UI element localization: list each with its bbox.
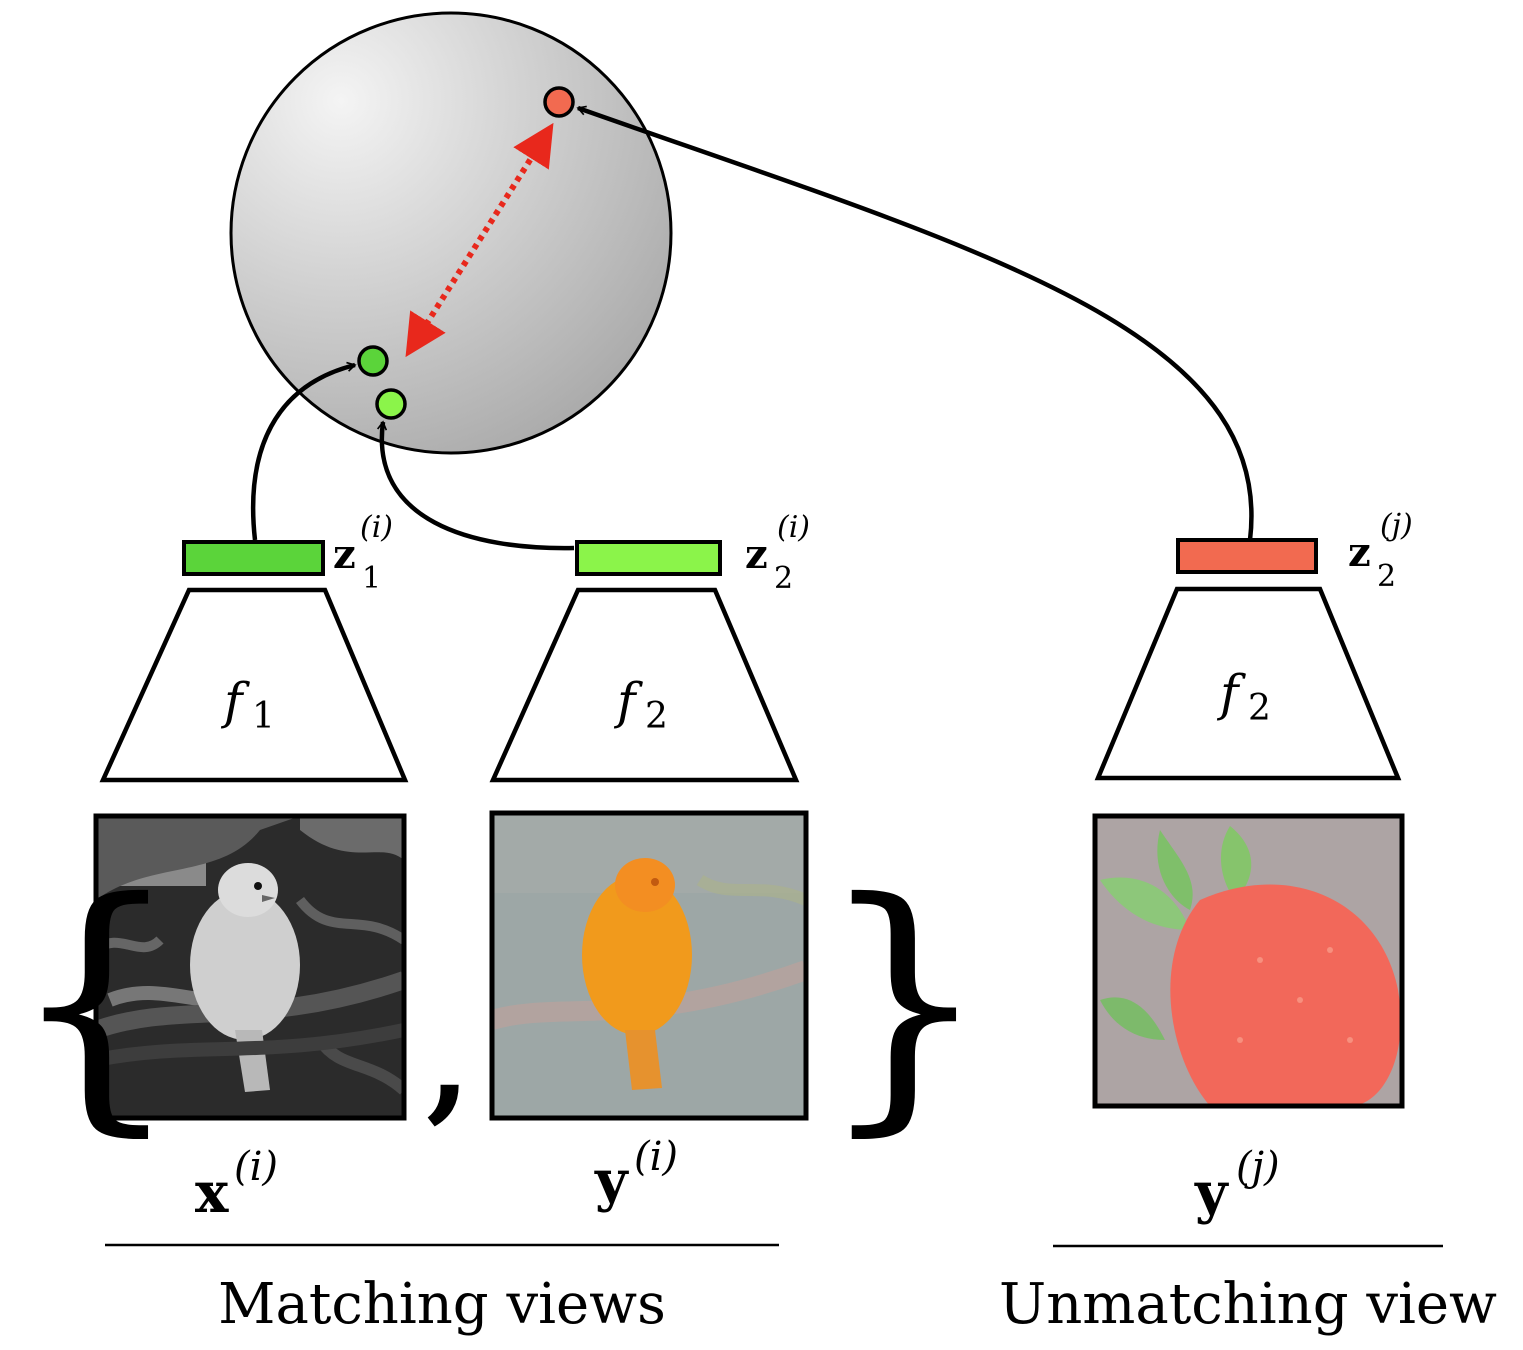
image-frame-b: [489, 810, 809, 1121]
feature-sup-z2i: (i): [777, 510, 810, 545]
image-frame-a: [93, 813, 407, 1121]
feature-label-z2i: z: [745, 531, 768, 578]
encoder-sub-f1: 1: [252, 696, 275, 737]
mapping-arrow-z1i: [250, 361, 357, 541]
embedding-point-z1i: [357, 345, 389, 377]
encoder-f2-matched: [489, 587, 800, 783]
feature-sup-z1i: (i): [360, 510, 393, 545]
mapping-arrow-z2j: [576, 105, 1254, 541]
encoder-sub-f2a: 2: [645, 696, 668, 737]
feature-sub-z2j: 2: [1377, 559, 1396, 594]
group-label-matching: Matching views: [218, 1272, 666, 1337]
embedding-sphere: [229, 11, 673, 455]
feature-label-z1i: z: [333, 531, 356, 578]
input-label-y2: y: [1194, 1160, 1229, 1226]
feature-sub-z1i: 1: [362, 561, 381, 596]
encoder-f1: [99, 587, 409, 783]
distance-arrow: [405, 122, 554, 358]
input-sup-x: (i): [234, 1144, 278, 1190]
encoder-sub-f2b: 2: [1248, 688, 1271, 729]
input-label-x: x: [195, 1160, 229, 1226]
set-open-brace: {: [10, 844, 182, 1159]
feature-symbol: z: [333, 531, 356, 578]
feature-bar-z2j: [1176, 538, 1318, 574]
image-frame-c: [1092, 813, 1405, 1109]
input-sup-y2: (j): [1236, 1144, 1280, 1190]
feature-sub-z2i: 2: [774, 561, 793, 596]
feature-bar-z2i: [575, 540, 722, 576]
feature-symbol: z: [1348, 529, 1371, 576]
embedding-point-z2j: [543, 86, 575, 118]
image-strawberry: [1095, 816, 1402, 1106]
encoder-f2-unmatched: [1094, 586, 1402, 781]
mapping-arrow-z2i: [376, 420, 575, 551]
input-label-y1: y: [594, 1148, 629, 1214]
set-separator: ,: [426, 983, 471, 1136]
set-close-brace: }: [818, 844, 990, 1159]
group-label-unmatching: Unmatching view: [999, 1272, 1497, 1337]
feature-label-z2j: z: [1348, 529, 1371, 576]
feature-symbol: z: [745, 531, 768, 578]
embedding-point-z2i: [375, 388, 407, 420]
input-sup-y1: (i): [634, 1134, 678, 1180]
feature-bar-z1i: [182, 540, 325, 576]
image-grayscale-bird: [96, 816, 404, 1118]
feature-sup-z2j: (j): [1380, 508, 1413, 543]
image-color-bird: [492, 813, 806, 1118]
